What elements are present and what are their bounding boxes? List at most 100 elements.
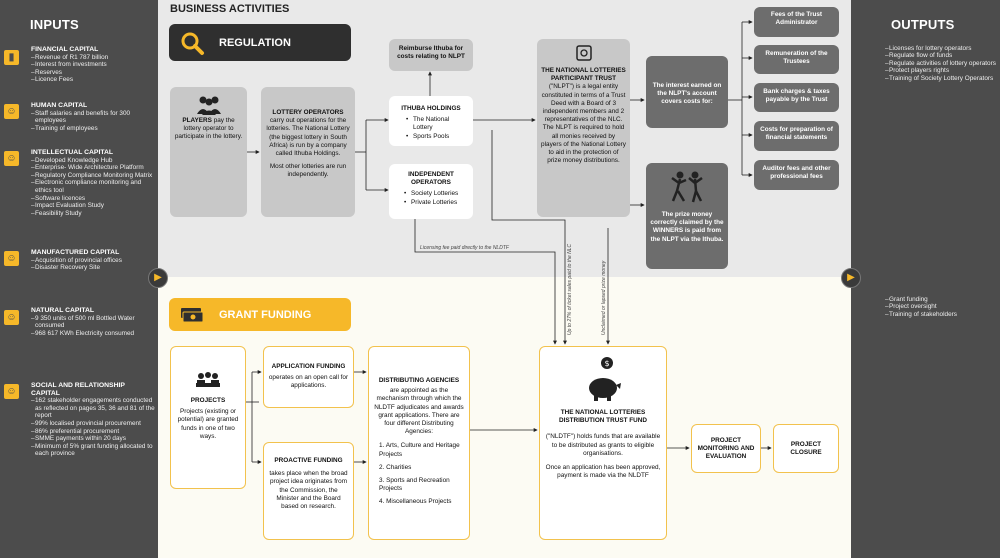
financial-capital: FINANCIAL CAPITAL Revenue of R1 787 bill…	[31, 46, 155, 84]
reimburse-box: Reimburse Ithuba for costs relating to N…	[389, 39, 473, 71]
left-arrow-button[interactable]: ▶	[148, 268, 168, 288]
application-funding-box: APPLICATION FUNDING operates on an open …	[263, 346, 354, 408]
capital-item: Revenue of R1 787 billion	[31, 54, 155, 62]
output-item: Licenses for lottery operators	[885, 45, 997, 53]
nlpt-title: THE NATIONAL LOTTERIES PARTICIPANT TRUST	[541, 67, 626, 83]
proactive-title: PROACTIVE FUNDING	[274, 457, 343, 464]
capital-item: 9 350 units of 500 ml Bottled Water cons…	[31, 315, 155, 330]
players-text: pay the lottery operator to participate …	[174, 117, 243, 141]
capital-item: Impact Evaluation Study	[31, 202, 155, 210]
output-item: Regulate flow of funds	[885, 52, 997, 60]
outputs-title: OUTPUTS	[891, 17, 955, 32]
agency-item: 4. Miscellaneous Projects	[379, 498, 452, 506]
agencies-title: DISTRIBUTING AGENCIES	[378, 377, 460, 384]
meeting-icon	[175, 371, 241, 397]
unclaimed-label: Unclaimed or lapsed prize money	[601, 260, 607, 335]
independent-title: INDEPENDENT OPERATORS	[408, 171, 454, 187]
lottery-operators-text: carry out operations for the lotteries. …	[266, 117, 350, 158]
safe-icon	[541, 45, 626, 67]
capital-item: 86% preferential procurement	[31, 428, 155, 436]
grant-outputs: Grant funding Project oversight Training…	[885, 296, 997, 319]
financial-capital-icon: ▮	[4, 50, 19, 65]
project-monitoring-box: PROJECT MONITORING AND EVALUATION	[691, 424, 761, 473]
capital-title: SOCIAL AND RELATIONSHIP CAPITAL	[31, 382, 125, 397]
interest-box: The interest earned on the NLPT's accoun…	[646, 56, 728, 128]
application-text: operates on an open call for application…	[268, 374, 349, 390]
capital-item: Software licences	[31, 195, 155, 203]
piggy-bank-icon: $	[544, 355, 662, 409]
capital-item: Training of employees	[31, 125, 155, 133]
capital-item: Staff salaries and benefits for 300 empl…	[31, 110, 155, 125]
projects-text: Projects (existing or potential) are gra…	[177, 408, 239, 440]
natural-capital-icon: ☺	[4, 310, 19, 325]
natural-capital: NATURAL CAPITAL 9 350 units of 500 ml Bo…	[31, 307, 155, 337]
cost-box-1: Fees of the Trust Administrator	[754, 7, 839, 37]
output-item: Regulate activities of lottery operators	[885, 60, 997, 68]
inputs-title: INPUTS	[30, 17, 79, 32]
manufactured-capital-icon: ☺	[4, 251, 19, 266]
capital-item: Interest from investments	[31, 61, 155, 69]
output-item: Training of Society Lottery Operators	[885, 75, 997, 83]
social-capital: SOCIAL AND RELATIONSHIP CAPITAL 162 stak…	[31, 382, 155, 458]
capital-item: Enterprise- Wide Architecture Platform	[31, 164, 155, 172]
capital-item: Licence Fees	[31, 76, 155, 84]
players-box: PLAYERS pay the lottery operator to part…	[170, 87, 247, 217]
outputs-panel: OUTPUTS	[851, 0, 1000, 558]
grant-funding-header: GRANT FUNDING	[169, 298, 351, 331]
capital-item: 162 stakeholder engagements conducted as…	[31, 397, 155, 420]
lottery-operators-title: LOTTERY OPERATORS	[272, 109, 344, 116]
manufactured-capital: MANUFACTURED CAPITAL Acquisition of prov…	[31, 249, 155, 272]
percent-label: Up to 27% of ticket sales paid to the NL…	[567, 243, 573, 335]
capital-item: Reserves	[31, 69, 155, 77]
nlpt-text: ("NLPT") is a legal entity constituted i…	[541, 83, 626, 165]
agencies-text: are appointed as the mechanism through w…	[374, 387, 464, 436]
distributing-agencies-box: DISTRIBUTING AGENCIES are appointed as t…	[368, 346, 470, 540]
winner-icon	[650, 169, 724, 211]
capital-item: SMME payments within 20 days	[31, 435, 155, 443]
capital-item: Developed Knowledge Hub	[31, 157, 155, 165]
capital-item: Minimum of 5% grant funding allocated to…	[31, 443, 155, 458]
players-lead: PLAYERS	[182, 117, 212, 124]
grant-funding-label: GRANT FUNDING	[219, 308, 312, 321]
nlpt-box: THE NATIONAL LOTTERIES PARTICIPANT TRUST…	[537, 39, 630, 217]
lottery-operators-text2: Most other lotteries are run independent…	[269, 163, 347, 179]
independent-operators-box: INDEPENDENT OPERATORS Society Lotteries …	[389, 164, 473, 219]
capital-item: 99% localised provincial procurement	[31, 420, 155, 428]
capital-title: NATURAL CAPITAL	[31, 307, 95, 314]
ithuba-title: ITHUBA HOLDINGS	[401, 105, 461, 112]
cost-box-4: Costs for preparation of financial state…	[754, 121, 839, 151]
human-capital: HUMAN CAPITAL Staff salaries and benefit…	[31, 102, 155, 132]
cost-box-3: Bank charges & taxes payable by the Trus…	[754, 83, 839, 112]
capital-title: FINANCIAL CAPITAL	[31, 46, 99, 53]
svg-text:$: $	[604, 359, 609, 368]
prize-box: The prize money correctly claimed by the…	[646, 163, 728, 269]
inputs-panel: INPUTS	[0, 0, 158, 558]
prize-text: The prize money correctly claimed by the…	[650, 211, 724, 243]
capital-item: 968 617 KWh Electricity consumed	[31, 330, 155, 338]
output-item: Training of stakeholders	[885, 311, 997, 319]
human-capital-icon: ☺	[4, 104, 19, 119]
proactive-funding-box: PROACTIVE FUNDING takes place when the b…	[263, 442, 354, 540]
intellectual-capital-icon: ☺	[4, 151, 19, 166]
social-capital-icon: ☺	[4, 384, 19, 399]
nldtf-text: ("NLDTF") holds funds that are available…	[545, 433, 661, 457]
nldtf-box: $ THE NATIONAL LOTTERIES DISTRIBUTION TR…	[539, 346, 667, 540]
ithuba-box: ITHUBA HOLDINGS The National Lottery Spo…	[389, 96, 473, 146]
projects-title: PROJECTS	[190, 397, 226, 404]
capital-item: Disaster Recovery Site	[31, 264, 155, 272]
output-item: Project oversight	[885, 303, 997, 311]
capital-title: HUMAN CAPITAL	[31, 102, 88, 109]
licensing-label: Licensing fee paid directly to the NLDTF	[420, 245, 509, 251]
capital-item: Feasibility Study	[31, 210, 155, 218]
application-title: APPLICATION FUNDING	[271, 363, 346, 370]
lottery-operators-box: LOTTERY OPERATORS carry out operations f…	[261, 87, 355, 217]
output-item: Grant funding	[885, 296, 997, 304]
people-icon	[174, 95, 243, 117]
business-activities-title: BUSINESS ACTIVITIES	[170, 3, 290, 15]
right-arrow-button[interactable]: ▶	[841, 268, 861, 288]
capital-title: INTELLECTUAL CAPITAL	[31, 149, 114, 156]
regulation-header: REGULATION	[169, 24, 351, 61]
project-closure-box: PROJECT CLOSURE	[773, 424, 839, 473]
independent-item: Private Lotteries	[402, 199, 468, 207]
proactive-text: takes place when the broad project idea …	[269, 470, 348, 511]
